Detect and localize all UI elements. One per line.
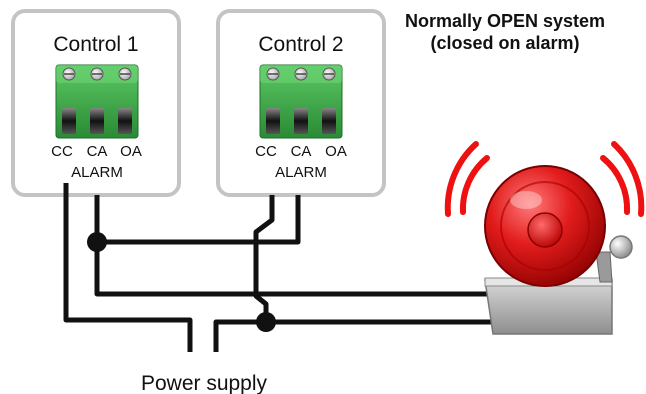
bell-striker-knob <box>609 235 633 259</box>
terminal-slot-cc <box>266 108 280 134</box>
bell-center-knob <box>527 212 563 248</box>
control-1-terminal-oa: OA <box>120 143 142 160</box>
sound-wave-icon <box>444 141 645 217</box>
sound-wave-right-inner <box>600 155 631 215</box>
control-1-label: Control 1 <box>53 33 138 56</box>
terminal-slot-ca <box>90 108 104 134</box>
wire-c1-ca-to-c2-ca <box>97 195 301 245</box>
terminal-slot-oa <box>118 108 132 134</box>
control-1-alarm-label: ALARM <box>71 164 123 181</box>
terminal-slot-oa <box>322 108 336 134</box>
sound-wave-left-inner <box>459 155 490 215</box>
wire-c2-cc-to-junction <box>253 195 275 322</box>
control-panel-1: Control 1 CC CA OA ALARM <box>11 9 181 197</box>
diagram-title: Normally OPEN system (closed on alarm) <box>380 10 630 54</box>
bell-base <box>484 279 613 335</box>
terminal-block-2 <box>259 64 343 139</box>
control-2-alarm-label: ALARM <box>275 164 327 181</box>
wiring <box>63 183 500 352</box>
control-2-terminal-oa: OA <box>325 143 347 160</box>
wire-power-to-bell <box>213 319 500 352</box>
sound-wave-left-outer <box>444 141 479 217</box>
title-line-2: (closed on alarm) <box>430 33 580 53</box>
wire-c1-cc-to-power <box>63 183 193 352</box>
terminal-block-1 <box>55 64 139 139</box>
terminal-slot-cc <box>62 108 76 134</box>
junction-dot-lower <box>256 312 276 332</box>
title-line-1: Normally OPEN system <box>404 11 606 31</box>
control-2-terminal-ca: CA <box>291 143 312 160</box>
control-1-terminal-ca: CA <box>87 143 108 160</box>
control-panel-2: Control 2 CC CA OA ALARM <box>216 9 386 197</box>
junction-dot-upper <box>87 232 107 252</box>
wire-c1-ca-to-bell <box>94 195 500 297</box>
power-supply-label: Power supply <box>141 372 268 394</box>
terminal-slot-ca <box>294 108 308 134</box>
control-2-label: Control 2 <box>258 33 343 56</box>
control-2-terminal-cc: CC <box>255 143 277 160</box>
sound-wave-right-outer <box>611 141 645 217</box>
alarm-bell-icon <box>484 165 633 335</box>
control-1-terminal-cc: CC <box>51 143 73 160</box>
